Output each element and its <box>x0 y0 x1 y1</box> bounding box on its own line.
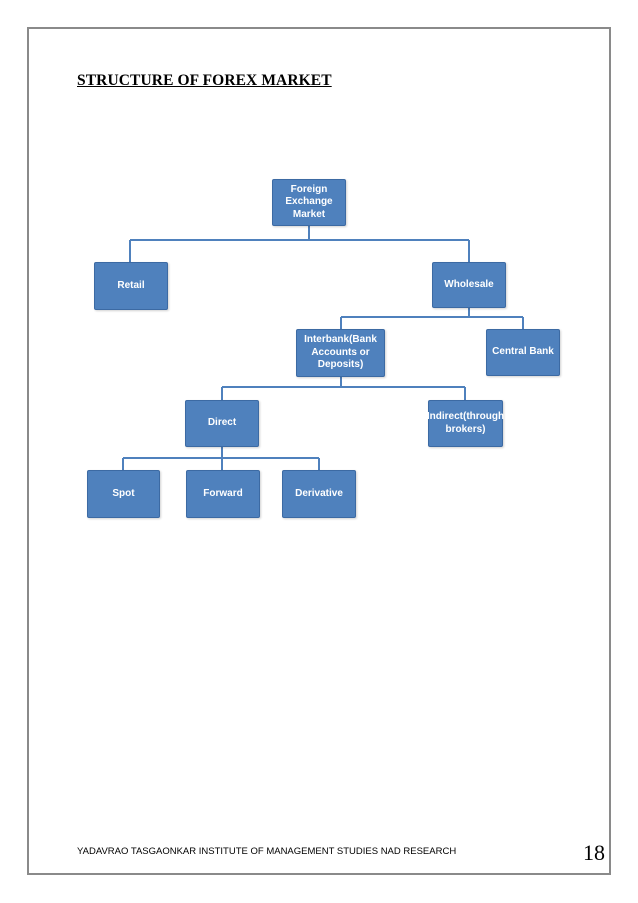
node-label: Interbank(Bank Accounts or Deposits) <box>304 334 377 371</box>
connector-wholesale-children <box>340 308 524 329</box>
node-label: Foreign Exchange Market <box>285 183 333 220</box>
node-central-bank: Central Bank <box>486 329 560 376</box>
page-border <box>27 27 611 875</box>
page-title: STRUCTURE OF FOREX MARKET <box>77 72 332 89</box>
node-label: Wholesale <box>444 278 494 290</box>
node-derivative: Derivative <box>282 470 356 518</box>
node-forward: Forward <box>186 470 260 518</box>
connector-direct-children <box>122 447 320 470</box>
node-spot: Spot <box>87 470 160 518</box>
page-footer: YADAVRAO TASGAONKAR INSTITUTE OF MANAGEM… <box>77 846 457 857</box>
node-label: Derivative <box>295 487 343 499</box>
node-label: Indirect(through brokers) <box>426 411 505 435</box>
node-direct: Direct <box>185 400 259 447</box>
node-label: Direct <box>207 417 237 429</box>
node-interbank: Interbank(Bank Accounts or Deposits) <box>296 329 385 377</box>
page-number: 18 <box>583 840 605 865</box>
node-foreign-exchange-market: Foreign Exchange Market <box>272 179 346 226</box>
node-retail: Retail <box>94 262 168 310</box>
node-label: Central Bank <box>492 346 554 358</box>
connector-root-children <box>129 226 470 262</box>
node-wholesale: Wholesale <box>432 262 506 308</box>
connector-interbank-children <box>221 377 466 400</box>
node-label: Forward <box>203 487 243 499</box>
node-label: Spot <box>112 487 135 499</box>
node-indirect: Indirect(through brokers) <box>426 400 505 447</box>
node-label: Retail <box>117 279 145 291</box>
